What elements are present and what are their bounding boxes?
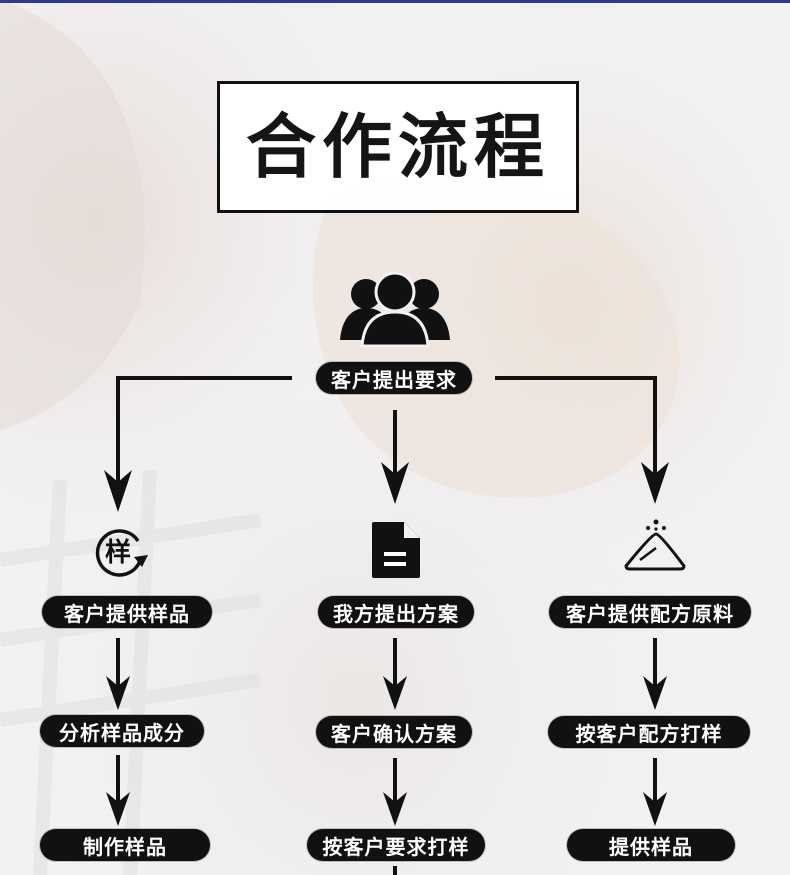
step-pill-col3-3: 提供样品: [567, 829, 735, 861]
step-label: 按客户配方打样: [575, 721, 723, 746]
step-label: 我方提出方案: [333, 601, 459, 626]
powder-icon: [624, 519, 686, 571]
arrowhead-left-1: [106, 676, 130, 710]
top-accent-bar: [0, 0, 790, 3]
page-title: 合作流程: [246, 105, 550, 188]
arrowhead-left-top: [104, 470, 132, 512]
step-pill-col3-1: 客户提供配方原料: [549, 596, 751, 628]
step-label: 客户确认方案: [331, 721, 457, 746]
arrowhead-center-top: [381, 462, 409, 504]
connector-right: [495, 376, 657, 497]
connector-left: [116, 376, 292, 500]
step-pill-col2-3: 按客户要求打样: [307, 829, 485, 861]
arrowhead-center-2: [383, 792, 407, 826]
step-label: 制作样品: [83, 834, 167, 859]
step-label: 分析样品成分: [59, 720, 185, 745]
sample-icon: 样: [88, 527, 152, 579]
arrowhead-right-top: [641, 462, 669, 504]
step-pill-col1-1: 客户提供样品: [42, 596, 212, 628]
step-label: 提供样品: [609, 834, 693, 859]
arrowhead-right-2: [643, 792, 667, 826]
step-label: 按客户要求打样: [322, 834, 470, 859]
step-pill-col3-2: 按客户配方打样: [548, 716, 750, 748]
step-label: 客户提供配方原料: [566, 601, 734, 626]
step-pill-col2-2: 客户确认方案: [316, 716, 472, 748]
start-pill: 客户提出要求: [316, 362, 472, 394]
arrowhead-right-1: [643, 676, 667, 710]
arrowhead-center-1: [383, 676, 407, 710]
group-icon: [340, 271, 450, 348]
arrowhead-left-2: [106, 792, 130, 826]
title-box: 合作流程: [217, 81, 579, 213]
step-pill-col1-2: 分析样品成分: [40, 715, 204, 747]
step-pill-col2-1: 我方提出方案: [318, 596, 474, 628]
document-icon: [372, 522, 420, 578]
sample-icon-text: 样: [104, 538, 131, 568]
step-pill-col1-3: 制作样品: [40, 829, 210, 861]
step-label: 客户提供样品: [64, 601, 190, 626]
start-label: 客户提出要求: [331, 367, 457, 392]
